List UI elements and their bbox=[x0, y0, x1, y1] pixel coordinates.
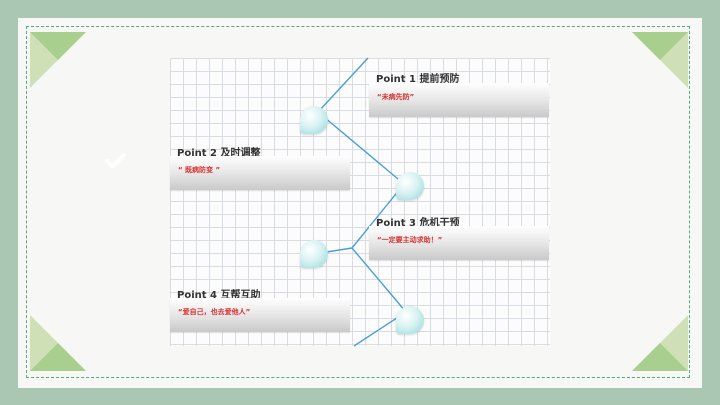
point-2-quote: “ 既病防变 ” bbox=[178, 166, 221, 174]
check-icon bbox=[105, 153, 126, 168]
point-1-quote: “未病先防” bbox=[377, 93, 415, 101]
point-1-card: “未病先防” bbox=[369, 83, 549, 117]
timeline-node-2 bbox=[396, 172, 424, 200]
point-1-title: Point 1 提前预防 bbox=[376, 74, 460, 85]
point-3-quote: “一定要主动求助！” bbox=[377, 236, 443, 244]
corner-decoration-bottom-left bbox=[30, 315, 86, 371]
point-3-title: Point 3 危机干预 bbox=[376, 218, 460, 229]
point-2-title: Point 2 及时调整 bbox=[177, 148, 261, 159]
point-4-card: “爱自己，也去爱他人” bbox=[170, 298, 350, 332]
timeline-node-4 bbox=[396, 306, 424, 334]
point-4-quote: “爱自己，也去爱他人” bbox=[178, 308, 251, 316]
corner-decoration-top-left bbox=[30, 32, 86, 88]
timeline-node-1 bbox=[300, 106, 328, 134]
point-3-card: “一定要主动求助！” bbox=[369, 226, 549, 260]
corner-decoration-top-right bbox=[632, 32, 688, 88]
point-4-title: Point 4 互帮互助 bbox=[177, 290, 261, 301]
corner-decoration-bottom-right bbox=[632, 315, 688, 371]
timeline-node-3 bbox=[300, 240, 328, 268]
dashed-frame bbox=[26, 26, 690, 378]
point-2-card: “ 既病防变 ” bbox=[170, 156, 350, 190]
